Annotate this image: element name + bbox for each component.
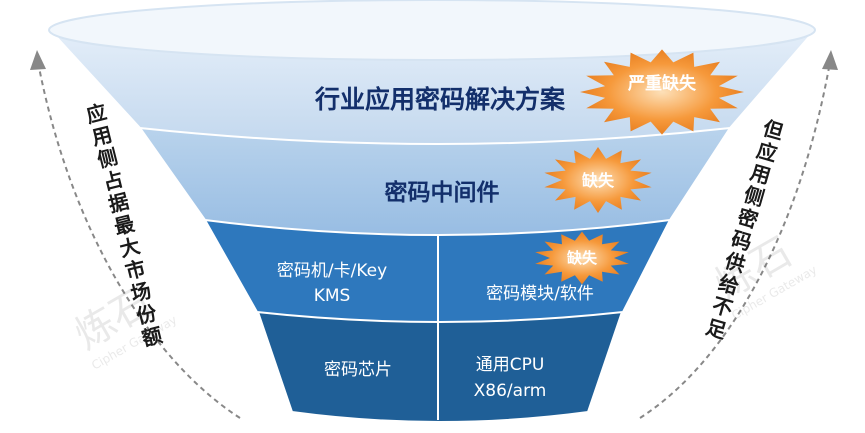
layer3-left-line2: KMS [314, 286, 351, 306]
layer3-right: 密码模块/软件 [486, 284, 594, 304]
burst-severe: 严重缺失 [580, 49, 744, 135]
burst-severe-shape [580, 49, 744, 135]
burst-module: 缺失 [535, 231, 629, 285]
funnel-layer-2 [138, 127, 732, 236]
layer4-left: 密码芯片 [324, 360, 392, 380]
burst-middleware-label: 缺失 [582, 171, 615, 190]
funnel-layer-4 [256, 311, 624, 423]
layer4-right-line2: X86/arm [474, 381, 547, 401]
burst-module-label: 缺失 [566, 249, 598, 267]
layer4-right-line1: 通用CPU [476, 355, 545, 375]
layer1-label: 行业应用密码解决方案 [314, 85, 566, 114]
layer3-left-line1: 密码机/卡/Key [277, 261, 387, 281]
burst-middleware-shape [544, 147, 652, 213]
burst-module-shape [535, 231, 629, 285]
burst-severe-label: 严重缺失 [628, 73, 697, 94]
burst-middleware: 缺失 [544, 147, 652, 213]
layer2-label: 密码中间件 [385, 179, 500, 206]
left-arrow [30, 50, 241, 419]
right-arrow [639, 50, 838, 419]
